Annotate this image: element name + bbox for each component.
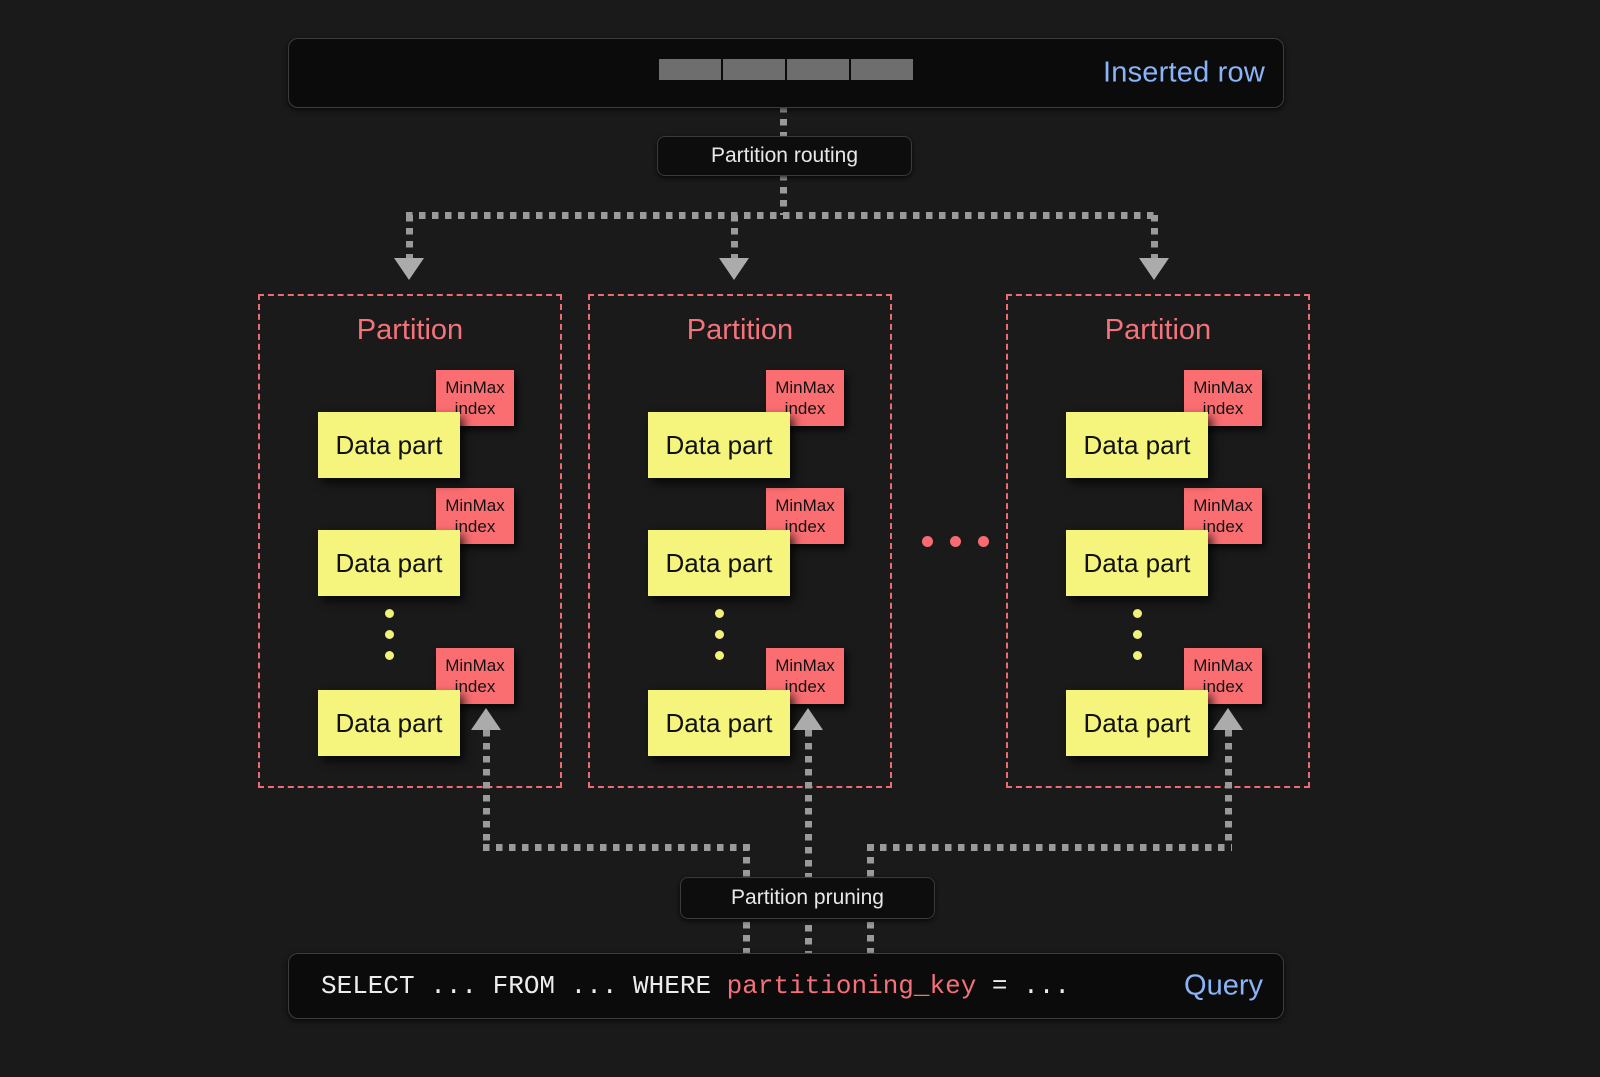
- ellipsis-dot: [978, 536, 989, 547]
- data-part-block: Data part: [1066, 412, 1208, 478]
- row-cell: [851, 59, 913, 80]
- partitions-horizontal-ellipsis: [922, 536, 989, 547]
- minmax-line-2: index: [1202, 399, 1244, 418]
- arrow-from-partition-3-icon: [1213, 708, 1243, 730]
- minmax-index-block: MinMax index: [436, 648, 514, 704]
- minmax-line-2: index: [784, 399, 826, 418]
- ellipsis-dot: [385, 651, 394, 660]
- partition-1-vertical-ellipsis: [385, 609, 394, 660]
- routing-bus-horizontal: [406, 212, 1158, 219]
- minmax-line-2: index: [454, 517, 496, 536]
- partition-1: Partition MinMax index Data part MinMax …: [258, 294, 562, 788]
- minmax-line-1: MinMax: [445, 496, 505, 515]
- partition-3-vertical-ellipsis: [1133, 609, 1142, 660]
- connector-bus-to-partition-1: [406, 215, 413, 260]
- connector-partition-2-down: [805, 730, 812, 955]
- arrow-into-partition-3-icon: [1139, 258, 1169, 280]
- inserted-row-panel: Inserted row: [288, 38, 1284, 108]
- inserted-row-cells: [659, 59, 913, 80]
- data-part-block: Data part: [318, 530, 460, 596]
- ellipsis-dot: [1133, 630, 1142, 639]
- data-part-block: Data part: [1066, 530, 1208, 596]
- row-cell: [723, 59, 785, 80]
- data-part-block: Data part: [318, 412, 460, 478]
- data-part-block: Data part: [1066, 690, 1208, 756]
- connector-bus-to-partition-3: [1151, 215, 1158, 260]
- minmax-index-block: MinMax index: [1184, 488, 1262, 544]
- inserted-row-label: Inserted row: [1103, 56, 1265, 89]
- minmax-index-block: MinMax index: [766, 488, 844, 544]
- partition-3: Partition MinMax index Data part MinMax …: [1006, 294, 1310, 788]
- ellipsis-dot: [715, 609, 724, 618]
- ellipsis-dot: [922, 536, 933, 547]
- minmax-line-1: MinMax: [1193, 496, 1253, 515]
- partition-routing-label: Partition routing: [657, 136, 912, 176]
- ellipsis-dot: [385, 630, 394, 639]
- minmax-line-1: MinMax: [1193, 378, 1253, 397]
- minmax-line-2: index: [1202, 677, 1244, 696]
- partition-pruning-label: Partition pruning: [680, 877, 935, 919]
- partition-2-title: Partition: [686, 314, 794, 346]
- pruning-bus-left: [483, 844, 749, 851]
- minmax-line-1: MinMax: [1193, 656, 1253, 675]
- pruning-bus-right: [867, 844, 1232, 851]
- minmax-line-2: index: [454, 677, 496, 696]
- data-part-block: Data part: [648, 690, 790, 756]
- query-label: Query: [1184, 969, 1263, 1002]
- ellipsis-dot: [715, 630, 724, 639]
- partition-3-title: Partition: [1104, 314, 1212, 346]
- query-prefix: SELECT ... FROM ... WHERE: [321, 971, 727, 1001]
- partition-1-title: Partition: [356, 314, 464, 346]
- arrow-from-partition-2-icon: [793, 708, 823, 730]
- query-partitioning-key: partitioning_key: [726, 971, 977, 1001]
- query-panel: SELECT ... FROM ... WHERE partitioning_k…: [288, 953, 1284, 1019]
- minmax-line-2: index: [784, 677, 826, 696]
- ellipsis-dot: [1133, 609, 1142, 618]
- arrow-from-partition-1-icon: [471, 708, 501, 730]
- minmax-line-1: MinMax: [445, 378, 505, 397]
- minmax-line-1: MinMax: [775, 656, 835, 675]
- query-suffix: = ...: [976, 971, 1070, 1001]
- connector-partition-1-down: [483, 730, 490, 846]
- data-part-block: Data part: [318, 690, 460, 756]
- data-part-block: Data part: [648, 530, 790, 596]
- arrow-into-partition-2-icon: [719, 258, 749, 280]
- arrow-into-partition-1-icon: [394, 258, 424, 280]
- connector-bus-to-partition-2: [731, 215, 738, 260]
- connector-routing-to-bus: [780, 174, 787, 215]
- minmax-index-block: MinMax index: [766, 648, 844, 704]
- row-cell: [787, 59, 849, 80]
- ellipsis-dot: [1133, 651, 1142, 660]
- ellipsis-dot: [715, 651, 724, 660]
- connector-partition-3-down: [1225, 730, 1232, 846]
- minmax-line-1: MinMax: [445, 656, 505, 675]
- row-cell: [659, 59, 721, 80]
- minmax-line-2: index: [1202, 517, 1244, 536]
- ellipsis-dot: [385, 609, 394, 618]
- minmax-line-1: MinMax: [775, 496, 835, 515]
- partition-2: Partition MinMax index Data part MinMax …: [588, 294, 892, 788]
- partition-2-vertical-ellipsis: [715, 609, 724, 660]
- data-part-block: Data part: [648, 412, 790, 478]
- minmax-index-block: MinMax index: [1184, 648, 1262, 704]
- minmax-line-2: index: [784, 517, 826, 536]
- ellipsis-dot: [950, 536, 961, 547]
- minmax-line-1: MinMax: [775, 378, 835, 397]
- query-text: SELECT ... FROM ... WHERE partitioning_k…: [321, 971, 1070, 1001]
- minmax-line-2: index: [454, 399, 496, 418]
- connector-insert-to-routing: [780, 106, 787, 138]
